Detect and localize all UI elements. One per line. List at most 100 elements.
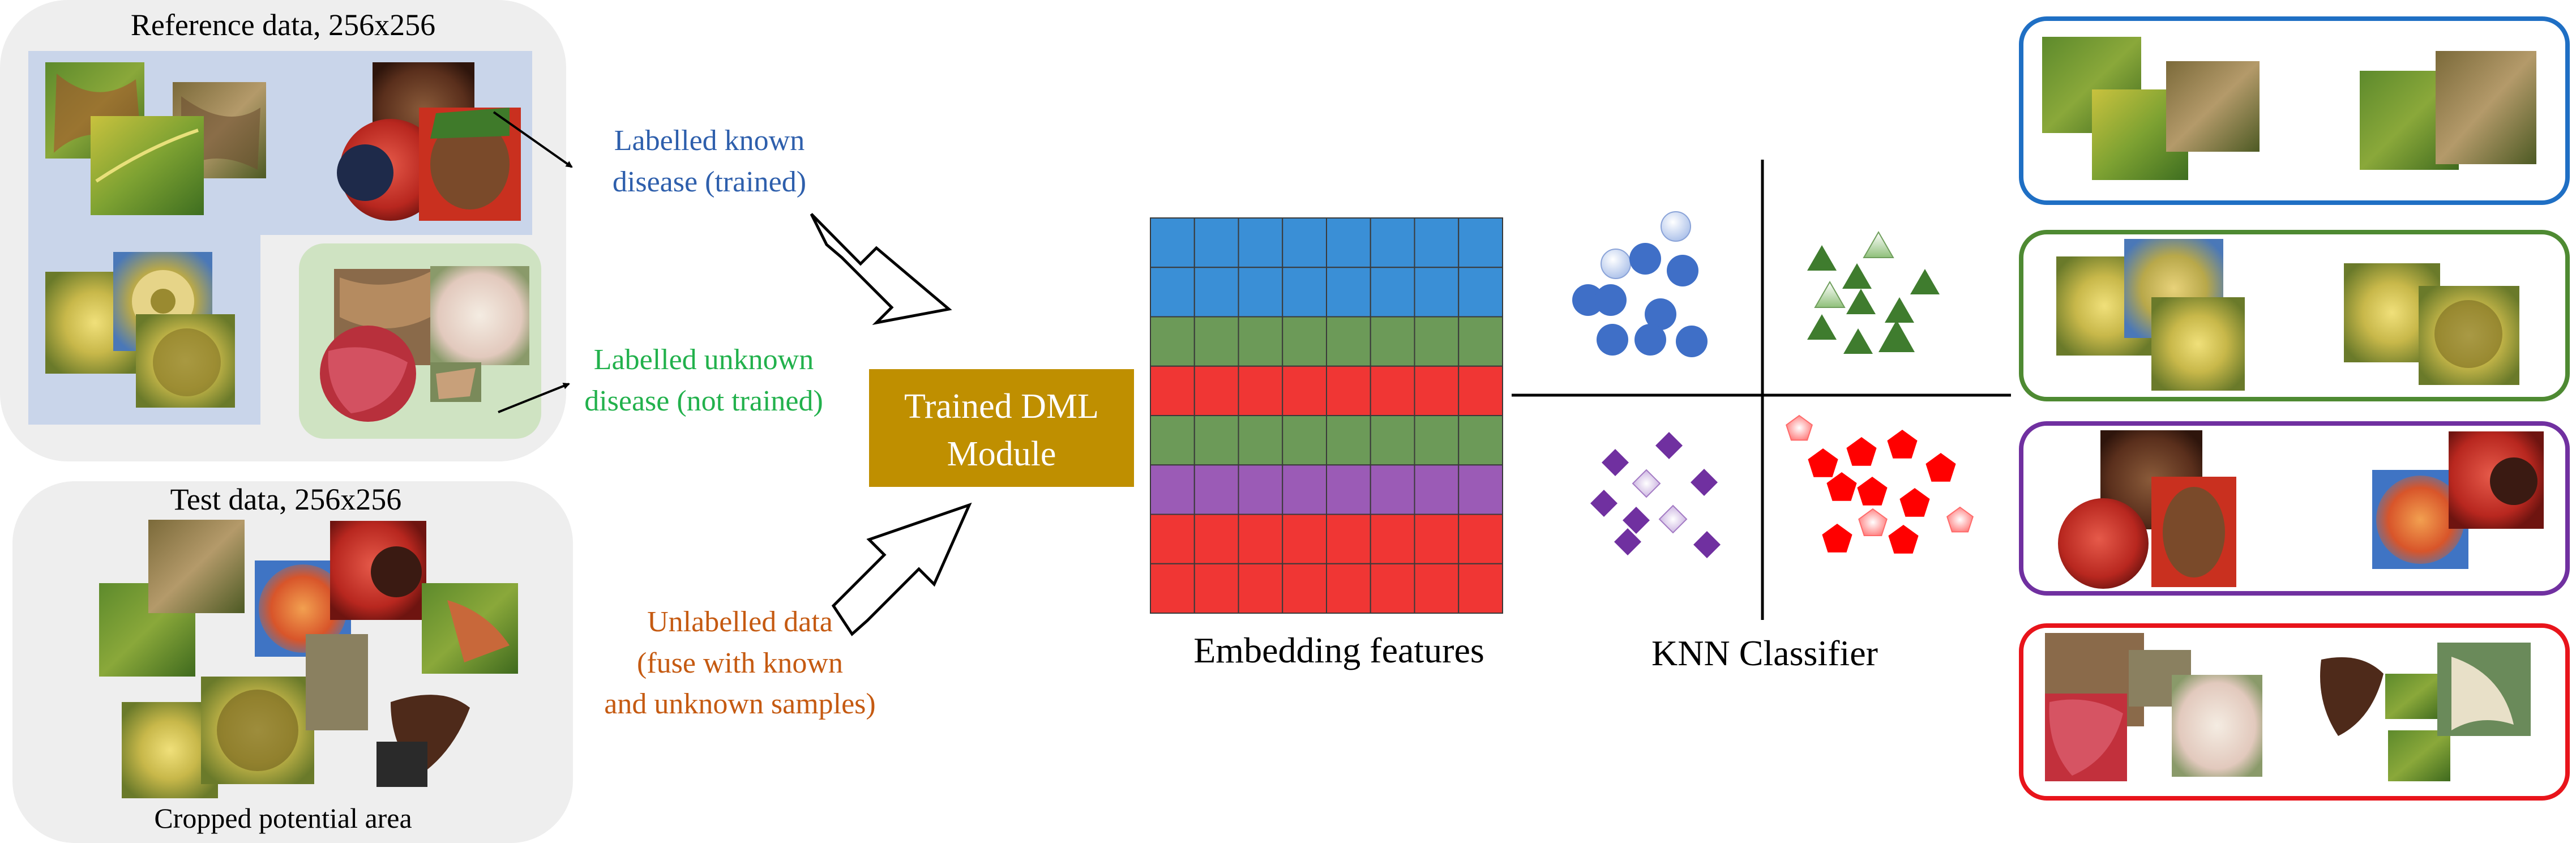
embedding-cell: [1326, 365, 1371, 416]
svg-text:disease (trained): disease (trained): [613, 166, 806, 198]
pentagon-icon: [1946, 506, 1974, 533]
embedding-cell: [1326, 464, 1371, 515]
embedding-cell: [1458, 365, 1503, 416]
svg-text:Unlabelled data: Unlabelled data: [647, 606, 833, 638]
embedding-features-grid: [1150, 217, 1503, 614]
circle-icon: [1601, 249, 1631, 279]
pentagon-icon: [1887, 430, 1918, 459]
pentagon-icon: [1888, 525, 1919, 554]
circle-icon: [1645, 298, 1676, 330]
circle-icon: [1634, 324, 1666, 356]
embedding-cell: [1150, 513, 1195, 564]
embedding-cell: [1458, 513, 1503, 564]
triangle-icon: [1843, 328, 1873, 354]
embedding-cell: [1326, 415, 1371, 466]
purple-diamond-cluster: [1590, 432, 1721, 558]
embedding-cell: [1238, 464, 1283, 515]
unknown-disease-label: Labelled unknown disease (not trained): [584, 344, 823, 417]
block-arrow-up-right: [831, 502, 972, 636]
triangle-icon: [1814, 281, 1846, 308]
embedding-cell: [1326, 316, 1371, 367]
block-arrow-down-right: [810, 213, 952, 325]
embedding-cell: [1458, 415, 1503, 466]
embedding-cell: [1150, 267, 1195, 318]
embedding-cell: [1193, 563, 1239, 614]
circle-icon: [1676, 326, 1708, 357]
blue-result-box: [2019, 16, 2570, 205]
circle-icon: [1595, 284, 1627, 316]
pentagon-icon: [1846, 437, 1877, 466]
diamond-icon: [1693, 531, 1721, 558]
circle-icon: [1597, 324, 1628, 356]
unlabelled-data-label: Unlabelled data (fuse with known and unk…: [604, 606, 875, 720]
embedding-cell: [1370, 316, 1415, 367]
embedding-cell: [1238, 513, 1283, 564]
embedding-cell: [1282, 415, 1327, 466]
embedding-cell: [1282, 513, 1327, 564]
svg-text:(fuse with known: (fuse with known: [637, 647, 843, 679]
embedding-cell: [1370, 563, 1415, 614]
embedding-cell: [1193, 464, 1239, 515]
knn-classifier-caption: KNN Classifier: [1651, 633, 1878, 673]
embedding-cell: [1193, 365, 1239, 416]
diamond-icon: [1614, 528, 1641, 555]
embedding-cell: [1150, 415, 1195, 466]
embedding-cell: [1193, 316, 1239, 367]
embedding-cell: [1282, 464, 1327, 515]
embedding-cell: [1326, 267, 1371, 318]
embedding-cell: [1282, 365, 1327, 416]
triangle-icon: [1807, 245, 1837, 271]
triangle-icon: [1807, 314, 1837, 340]
pentagon-icon: [1858, 508, 1888, 536]
test-panel-title: Test data, 256x256: [170, 482, 402, 516]
diamond-icon: [1632, 469, 1661, 498]
triangle-icon: [1910, 269, 1940, 294]
embedding-cell: [1238, 563, 1283, 614]
dml-module-line2: Module: [947, 435, 1056, 473]
svg-text:Labelled unknown: Labelled unknown: [594, 344, 814, 376]
embedding-cell: [1414, 513, 1460, 564]
embedding-cell: [1458, 464, 1503, 515]
circle-icon: [1572, 284, 1604, 316]
pentagon-icon: [1925, 453, 1956, 482]
circle-icon: [1667, 255, 1698, 286]
test-data-panel: Test data, 256x256 Cropped potential are…: [12, 481, 573, 843]
embedding-cell: [1414, 415, 1460, 466]
flower-disease-thumbnails: [45, 252, 235, 408]
embedding-cell: [1150, 217, 1195, 268]
berry-disease-thumbnails: [337, 62, 521, 221]
red-pentagon-cluster: [1786, 414, 1974, 554]
dml-module-line1: Trained DML: [904, 387, 1099, 426]
embedding-cell: [1193, 217, 1239, 268]
embedding-cell: [1193, 267, 1239, 318]
red-result-box: [2019, 623, 2570, 801]
embedding-cell: [1238, 217, 1283, 268]
embedding-cell: [1326, 217, 1371, 268]
pentagon-icon: [1808, 448, 1838, 477]
embedding-cell: [1326, 563, 1371, 614]
embedding-cell: [1150, 563, 1195, 614]
diamond-icon: [1658, 504, 1688, 534]
embedding-cell: [1370, 365, 1415, 416]
embedding-cell: [1414, 267, 1460, 318]
circle-icon: [1629, 243, 1661, 275]
svg-text:and unknown samples): and unknown samples): [604, 688, 875, 720]
embedding-cell: [1326, 513, 1371, 564]
embedding-cell: [1370, 513, 1415, 564]
svg-text:Labelled known: Labelled known: [614, 125, 805, 157]
embedding-cell: [1370, 217, 1415, 268]
diamond-icon: [1655, 432, 1683, 459]
embedding-cell: [1414, 563, 1460, 614]
unknown-disease-connector: [498, 383, 570, 413]
reference-panel-title: Reference data, 256x256: [131, 8, 435, 42]
embedding-cell: [1458, 316, 1503, 367]
triangle-icon: [1878, 320, 1915, 352]
embedding-cell: [1238, 316, 1283, 367]
test-panel-caption: Cropped potential area: [154, 802, 412, 834]
embedding-cell: [1282, 563, 1327, 614]
blue-circle-cluster: [1572, 211, 1708, 357]
embedding-cell: [1238, 365, 1283, 416]
pentagon-icon: [1786, 414, 1813, 441]
embedding-features-caption: Embedding features: [1193, 630, 1484, 670]
diamond-icon: [1623, 507, 1650, 534]
